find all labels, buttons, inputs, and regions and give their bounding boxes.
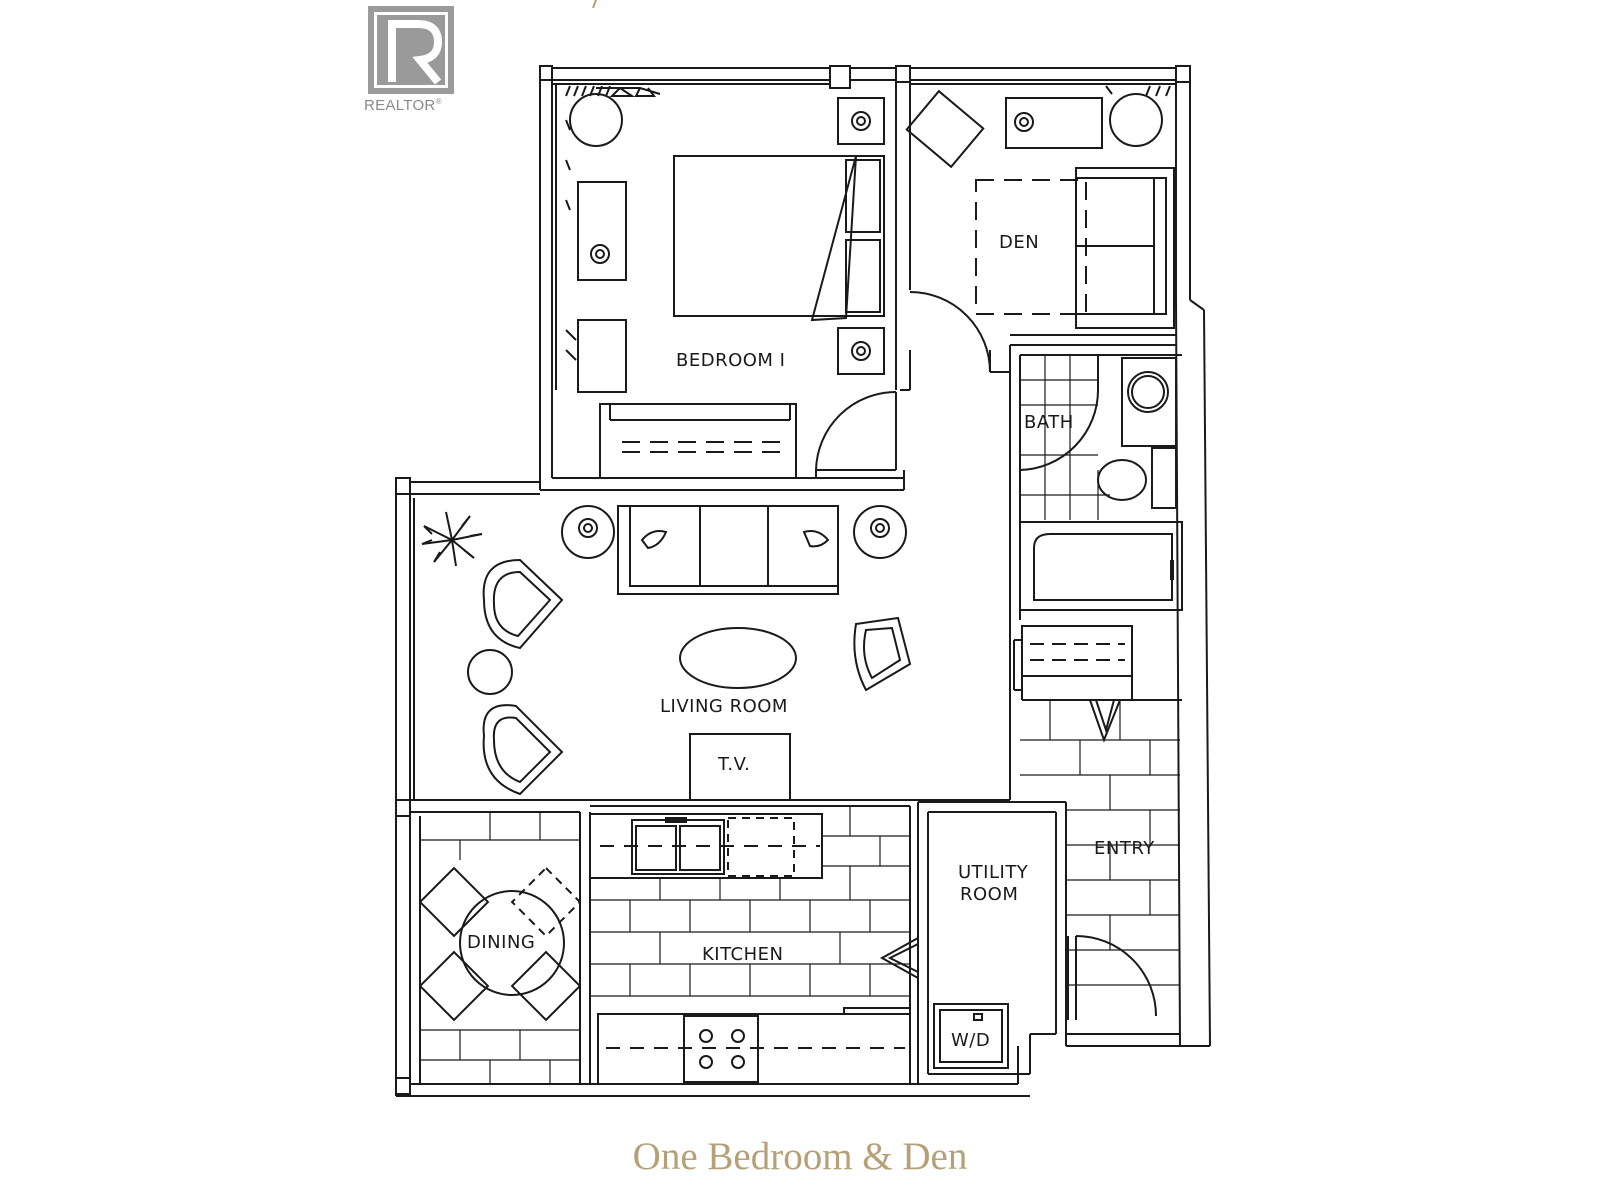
label-utility-line1: UTILITY (958, 862, 1029, 883)
realtor-r-icon (388, 20, 443, 85)
label-tv: T.V. (717, 754, 750, 775)
top-mark (592, 0, 597, 9)
label-den: DEN (999, 232, 1039, 253)
label-kitchen: KITCHEN (702, 944, 784, 965)
label-utility-line2: ROOM (960, 884, 1018, 905)
realtor-word: REALTOR (364, 97, 436, 114)
label-living-room: LIVING ROOM (660, 696, 788, 717)
registered-mark: ® (435, 97, 442, 106)
realtor-logo-text: REALTOR® (364, 97, 442, 114)
label-washer-dryer: W/D (951, 1030, 990, 1051)
label-bath: BATH (1024, 412, 1074, 433)
realtor-logo (368, 6, 454, 94)
plan-caption: One Bedroom & Den (632, 1135, 968, 1178)
label-dining: DINING (467, 932, 535, 953)
plan-lines (395, 65, 1211, 1097)
label-bedroom: BEDROOM I (676, 350, 786, 371)
label-entry: ENTRY (1094, 838, 1155, 859)
